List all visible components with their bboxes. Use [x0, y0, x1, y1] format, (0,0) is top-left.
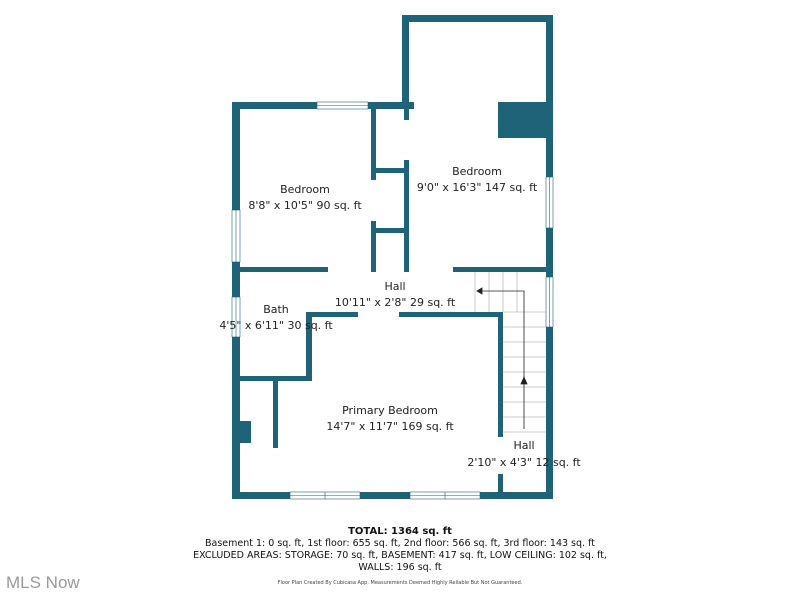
floor-areas: Basement 1: 0 sq. ft, 1st floor: 655 sq.…: [205, 538, 595, 549]
room-dims: 8'8" x 10'5" 90 sq. ft: [248, 199, 362, 212]
room-dims: 2'10" x 4'3" 12 sq. ft: [467, 456, 581, 469]
room-name: Bedroom: [452, 165, 502, 178]
room-dims: 10'11" x 2'8" 29 sq. ft: [334, 296, 456, 309]
room-name: Bedroom: [280, 183, 330, 196]
room-name: Hall: [513, 439, 535, 452]
stairs: [474, 272, 546, 433]
windows: [231, 101, 554, 500]
credit-text: Floor Plan Created By Cubicasa App. Meas…: [277, 580, 523, 586]
excluded-areas: EXCLUDED AREAS: STORAGE: 70 sq. ft, BASE…: [193, 550, 607, 561]
watermark-logo: MLS Now: [6, 573, 80, 592]
room-dims: 14'7" x 11'7" 169 sq. ft: [326, 420, 454, 433]
room-name: Bath: [263, 303, 289, 316]
room-dims: 4'5" x 6'11" 30 sq. ft: [219, 319, 333, 332]
room-dims: 9'0" x 16'3" 147 sq. ft: [416, 181, 538, 194]
total-area: TOTAL: 1364 sq. ft: [348, 526, 452, 537]
room-name: Primary Bedroom: [342, 404, 438, 417]
stair-arrow: [476, 287, 528, 429]
wall-area: WALLS: 196 sq. ft: [358, 562, 442, 573]
room-name: Hall: [384, 280, 406, 293]
area-summary: TOTAL: 1364 sq. ft Basement 1: 0 sq. ft,…: [0, 526, 800, 589]
